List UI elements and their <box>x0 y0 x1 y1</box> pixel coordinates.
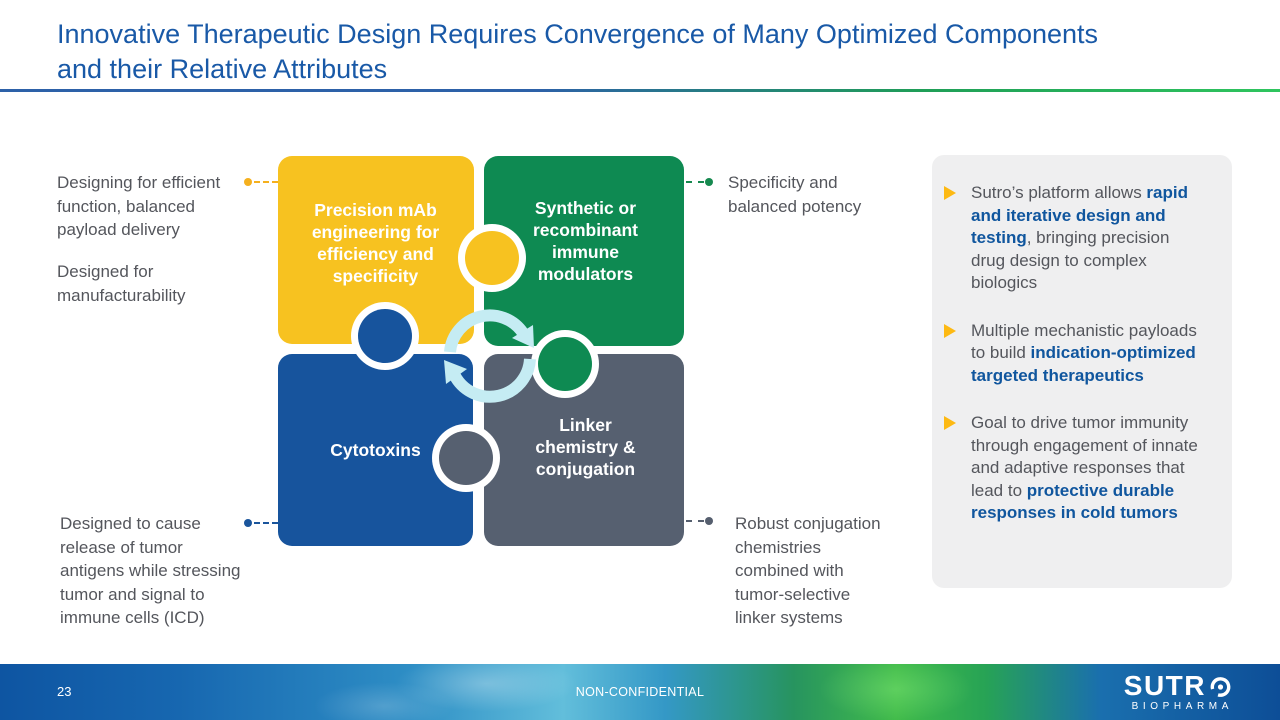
puzzle-label-precision-mab: Precision mAb engineering for efficiency… <box>311 200 440 286</box>
panel-bullet-3: Goal to drive tumor immunity through eng… <box>944 412 1212 525</box>
connector-dash-top-right <box>686 181 704 183</box>
panel-bullet-text: Goal to drive tumor immunity through eng… <box>971 413 1198 522</box>
puzzle-tab-slate <box>439 431 493 485</box>
connector-dot-bottom-right <box>705 517 713 525</box>
info-panel: Sutro’s platform allows rapid and iterat… <box>932 155 1232 588</box>
title-divider <box>0 89 1280 92</box>
sutro-biopharma-logo: SUTR BIOPHARMA <box>1124 672 1233 712</box>
annotation-top-left-primary: Designing for efficient function, balanc… <box>57 173 221 239</box>
connector-dot-top-left <box>244 178 252 186</box>
bullet-triangle-icon <box>944 416 956 430</box>
annotation-bottom-right: Robust conjugation chemistries combined … <box>735 514 881 627</box>
puzzle-piece-yellow <box>278 156 474 344</box>
puzzle-label-linker-chemistry: Linker chemistry & conjugation <box>535 415 636 479</box>
panel-bullet-2: Multiple mechanistic payloads to build i… <box>944 320 1212 388</box>
panel-bullet-text: Sutro’s platform allows rapid and iterat… <box>971 183 1188 292</box>
confidentiality-label: NON-CONFIDENTIAL <box>575 685 705 699</box>
connector-dot-bottom-left <box>244 519 252 527</box>
puzzle-diagram <box>278 156 684 546</box>
puzzle-tab-green <box>538 337 592 391</box>
puzzle-piece-slate <box>484 354 684 546</box>
puzzle-piece-green <box>484 156 684 346</box>
puzzle-tab-blue <box>358 309 412 363</box>
annotation-top-right: Specificity and balanced potency <box>728 173 862 216</box>
connector-dash-top-left <box>254 181 278 183</box>
panel-bullet-1: Sutro’s platform allows rapid and iterat… <box>944 182 1212 295</box>
connector-dash-bottom-left <box>254 522 278 524</box>
logo-circle-dot-icon <box>1210 676 1231 697</box>
annotation-bottom-left: Designed to cause release of tumor antig… <box>60 514 241 627</box>
logo-subtext: BIOPHARMA <box>1131 701 1233 712</box>
bullet-triangle-icon <box>944 323 956 338</box>
puzzle-label-cytotoxins: Cytotoxins <box>330 440 421 460</box>
page-title: Innovative Therapeutic Design Requires C… <box>57 19 1099 84</box>
connector-dot-top-right <box>705 178 713 186</box>
panel-bullet-text: Multiple mechanistic payloads to build i… <box>971 320 1197 385</box>
cycle-arrows-icon <box>444 309 536 403</box>
bullet-triangle-icon <box>944 186 956 200</box>
footer-band: 23 NON-CONFIDENTIAL SUTR BIOPHARMA <box>0 664 1280 720</box>
puzzle-tab-yellow <box>465 231 519 285</box>
puzzle-piece-blue <box>278 354 473 546</box>
page-number: 23 <box>57 684 72 699</box>
annotation-top-left-secondary: Designed for manufacturability <box>57 262 186 305</box>
puzzle-label-immune-modulators: Synthetic or recombinant immune modulato… <box>532 198 639 284</box>
connector-dash-bottom-right <box>686 520 704 522</box>
logo-wordmark: SUTR <box>1123 670 1206 701</box>
